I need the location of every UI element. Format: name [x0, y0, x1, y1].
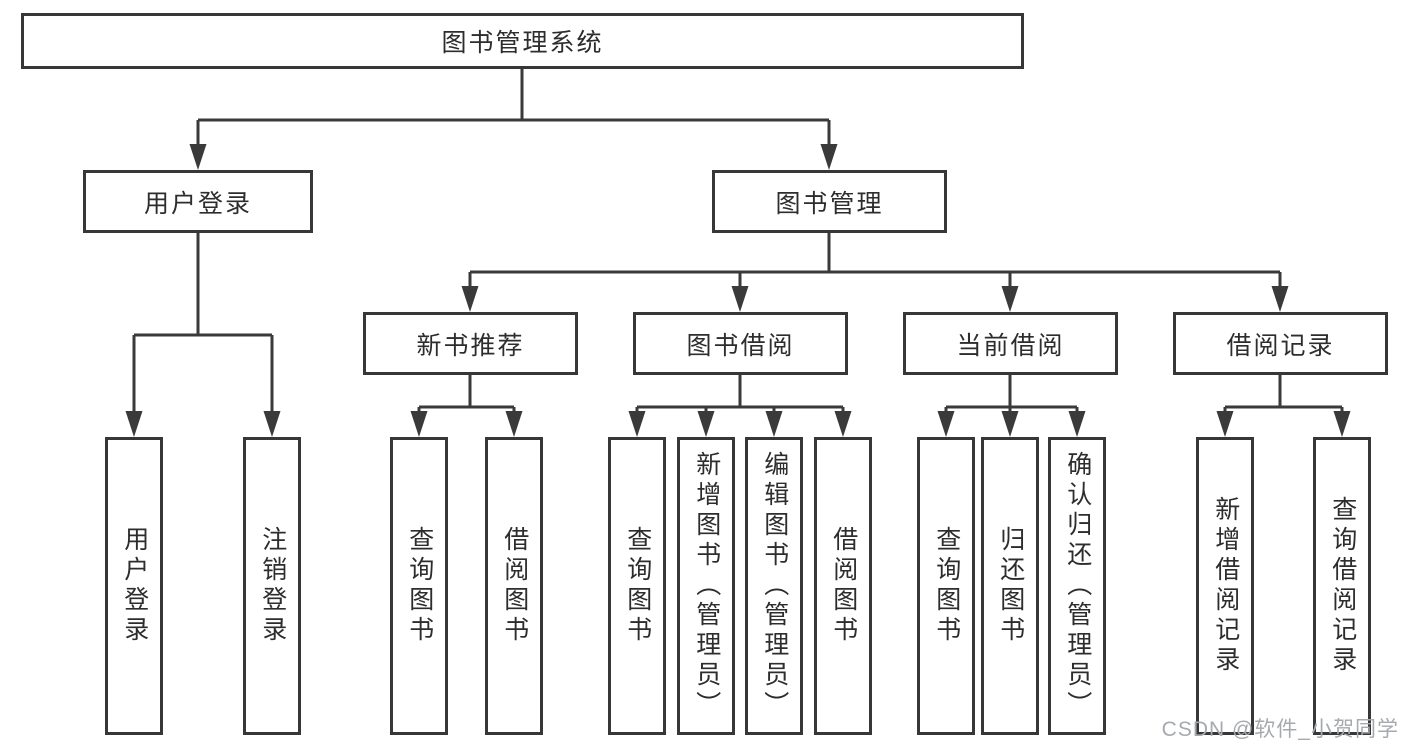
node-book-borrow-label: 图书借阅 — [686, 331, 795, 360]
leaf-record-add-borrow-record: 新增借阅记录 — [1196, 437, 1254, 735]
node-borrow-record-label: 借阅记录 — [1226, 331, 1335, 360]
leaf-newbook-borrow-book: 借阅图书 — [485, 437, 543, 735]
leaf-bookborrow-edit-book-admin-label: 编辑图书（管理员） — [760, 451, 789, 721]
leaf-newbook-query-book: 查询图书 — [390, 437, 448, 735]
leaf-bookborrow-query-book-label: 查询图书 — [623, 526, 652, 646]
node-user-login: 用户登录 — [83, 170, 313, 233]
leaf-user-login: 用户登录 — [105, 437, 163, 735]
connector-paths — [132, 69, 1344, 413]
leaf-bookborrow-add-book-admin: 新增图书（管理员） — [677, 437, 735, 735]
leaf-bookborrow-borrow-book-label: 借阅图书 — [829, 526, 858, 646]
node-root: 图书管理系统 — [21, 13, 1024, 69]
leaf-bookborrow-borrow-book: 借阅图书 — [814, 437, 872, 735]
leaf-bookborrow-edit-book-admin: 编辑图书（管理员） — [745, 437, 803, 735]
leaf-record-add-borrow-record-label: 新增借阅记录 — [1211, 496, 1240, 676]
leaf-user-login-label: 用户登录 — [120, 526, 149, 646]
leaf-newbook-borrow-book-label: 借阅图书 — [500, 526, 529, 646]
leaf-logout-label: 注销登录 — [258, 526, 287, 646]
node-borrow-record: 借阅记录 — [1173, 312, 1388, 375]
leaf-record-query-borrow-record-label: 查询借阅记录 — [1328, 496, 1357, 676]
leaf-current-query-book-label: 查询图书 — [932, 526, 961, 646]
node-current-borrow-label: 当前借阅 — [956, 331, 1065, 360]
leaf-current-return-book: 归还图书 — [981, 437, 1039, 735]
node-current-borrow: 当前借阅 — [903, 312, 1118, 375]
leaf-record-query-borrow-record: 查询借阅记录 — [1313, 437, 1371, 735]
leaf-current-confirm-return-admin-label: 确认归还（管理员） — [1063, 451, 1092, 721]
node-new-book-recommend: 新书推荐 — [363, 312, 578, 375]
leaf-current-return-book-label: 归还图书 — [996, 526, 1025, 646]
leaf-logout: 注销登录 — [243, 437, 301, 735]
arrowheads — [125, 144, 1351, 437]
node-root-label: 图书管理系统 — [441, 29, 604, 57]
node-book-management-label: 图书管理 — [775, 189, 884, 218]
csdn-watermark: CSDN @软件_小贺同学 — [1161, 718, 1399, 741]
node-new-book-recommend-label: 新书推荐 — [416, 331, 525, 360]
leaf-bookborrow-query-book: 查询图书 — [608, 437, 666, 735]
leaf-current-confirm-return-admin: 确认归还（管理员） — [1048, 437, 1106, 735]
leaf-newbook-query-book-label: 查询图书 — [405, 526, 434, 646]
node-book-borrow: 图书借阅 — [633, 312, 848, 375]
node-book-management: 图书管理 — [712, 170, 947, 233]
leaf-current-query-book: 查询图书 — [917, 437, 975, 735]
node-user-login-label: 用户登录 — [143, 189, 252, 218]
leaf-bookborrow-add-book-admin-label: 新增图书（管理员） — [692, 451, 721, 721]
